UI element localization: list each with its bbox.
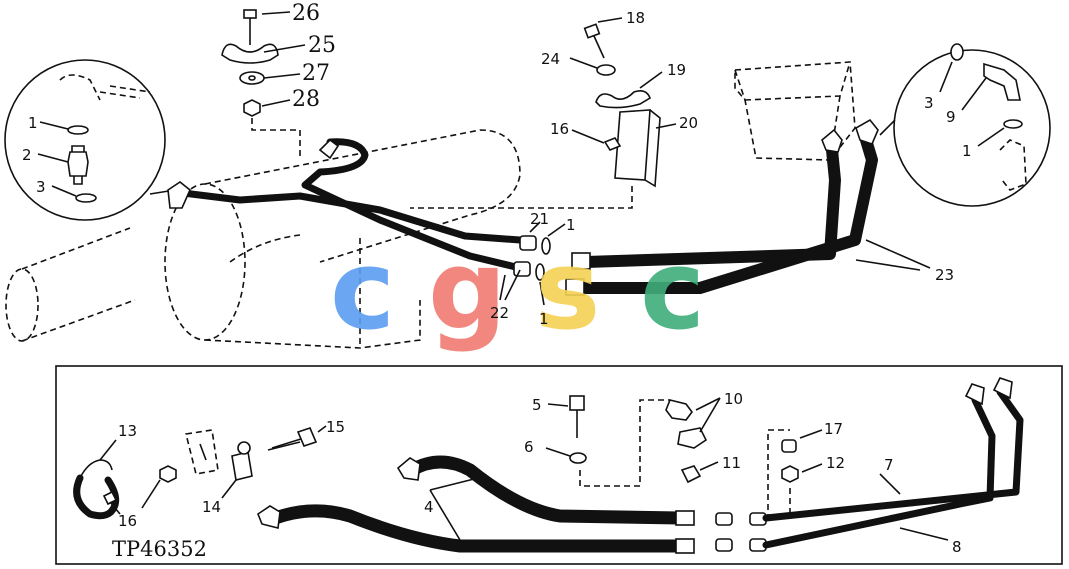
- bolt-15: [296, 427, 318, 447]
- callout-18: 18: [626, 9, 645, 27]
- clamp-assembly-top-center: [410, 17, 677, 209]
- clamp-14: [231, 451, 253, 481]
- callout-1-upper: 1: [566, 216, 576, 234]
- inset-detail-left: [4, 59, 176, 221]
- watermark-letter-2: g: [428, 226, 507, 354]
- nut-12: [781, 465, 799, 483]
- hose-end-upper: [571, 252, 591, 270]
- callout-14: 14: [202, 498, 221, 516]
- callout-6: 6: [524, 438, 534, 456]
- nut-28: [243, 99, 261, 117]
- nut-16: [603, 137, 622, 151]
- clamp-assembly-top-left: [221, 9, 306, 160]
- callout-5: 5: [532, 396, 542, 414]
- hose-end-lower: [565, 278, 585, 296]
- callout-10: 10: [724, 390, 743, 408]
- callout-8: 8: [952, 538, 962, 556]
- callout-17: 17: [824, 420, 843, 438]
- callout-9: 9: [946, 108, 956, 126]
- callout-1-right: 1: [962, 142, 972, 160]
- callout-3-right: 3: [924, 94, 934, 112]
- watermark-letter-4: c: [640, 226, 705, 354]
- callout-4: 4: [424, 498, 434, 516]
- callout-15: 15: [326, 418, 345, 436]
- line-8-end: [992, 377, 1013, 400]
- watermark-logo: c g s c: [330, 226, 705, 354]
- steel-lines-upper: [167, 138, 524, 272]
- fitting-22-lower: [513, 261, 531, 277]
- bolt-head-26: [243, 9, 257, 19]
- o-ring-3-right: [950, 43, 964, 61]
- hose-end-valve-2: [855, 118, 879, 145]
- o-ring-1-lower: [535, 263, 545, 281]
- inset-frame: [55, 365, 1063, 565]
- washer-27: [239, 71, 265, 85]
- hose-4-fitting-upper: [675, 510, 695, 526]
- nut-16-inset: [159, 465, 177, 483]
- detail-circle-left: [4, 59, 166, 221]
- callout-11: 11: [722, 454, 741, 472]
- fitting-21-upper: [519, 235, 537, 251]
- callout-12: 12: [826, 454, 845, 472]
- axle-housing: [5, 129, 521, 349]
- o-ring-3-left: [75, 193, 97, 203]
- watermark-letter-3: s: [535, 226, 600, 354]
- callout-28: 28: [292, 87, 320, 112]
- hose-4-end-upper: [396, 457, 421, 481]
- callout-16-inset: 16: [118, 512, 137, 530]
- elbow-fitting-9: [983, 62, 1021, 101]
- callout-7: 7: [884, 456, 894, 474]
- callout-19: 19: [667, 61, 686, 79]
- callout-1-left: 1: [28, 114, 38, 132]
- washer-24: [596, 64, 616, 76]
- bolt-head-5: [569, 395, 585, 411]
- nut-11: [680, 465, 702, 484]
- cap-17: [781, 439, 797, 453]
- washer-6: [569, 452, 587, 464]
- fitting-2: [67, 151, 89, 177]
- elbow-upper-line: [318, 138, 340, 160]
- detail-circle-right: [893, 49, 1051, 207]
- callout-2: 2: [22, 146, 32, 164]
- watermark-letter-1: c: [330, 226, 395, 354]
- callout-20: 20: [679, 114, 698, 132]
- hose-4-end-lower: [257, 505, 281, 529]
- callout-13: 13: [118, 422, 137, 440]
- elbow-left-line: [167, 181, 191, 209]
- o-ring-1-right: [1003, 119, 1023, 129]
- fitting-10-upper: [665, 399, 693, 421]
- callout-24: 24: [541, 50, 560, 68]
- o-ring-1-upper: [541, 237, 551, 255]
- callout-16-top: 16: [550, 120, 569, 138]
- clamp-19: [595, 90, 651, 109]
- inset-detail-right: [879, 43, 1051, 207]
- callout-21: 21: [530, 210, 549, 228]
- fitting-10-lower: [677, 427, 708, 449]
- clamp-25: [221, 43, 279, 64]
- bolt-head-18: [583, 23, 601, 39]
- figure-id-label: TP46352: [112, 537, 207, 561]
- callout-22: 22: [490, 304, 509, 322]
- callout-labels: 26 25 27 28 18 24 19 16 20 1 2 3 21 1 22…: [22, 1, 972, 561]
- inset-alternate-configuration: [55, 365, 1063, 565]
- coupling-fittings-center: [499, 221, 566, 306]
- callout-27: 27: [302, 61, 330, 86]
- line-7-end: [964, 383, 985, 406]
- callout-23: 23: [935, 266, 954, 284]
- callout-25: 25: [308, 33, 336, 58]
- o-ring-1-left: [67, 125, 89, 135]
- callout-3-left: 3: [36, 178, 46, 196]
- hose-4-fitting-lower: [675, 538, 695, 554]
- callout-26: 26: [292, 1, 320, 26]
- hose-end-valve-1: [821, 128, 843, 153]
- hoses-23: [565, 118, 931, 296]
- hose-clamp-13: [79, 459, 113, 479]
- callout-1-lower: 1: [539, 310, 549, 328]
